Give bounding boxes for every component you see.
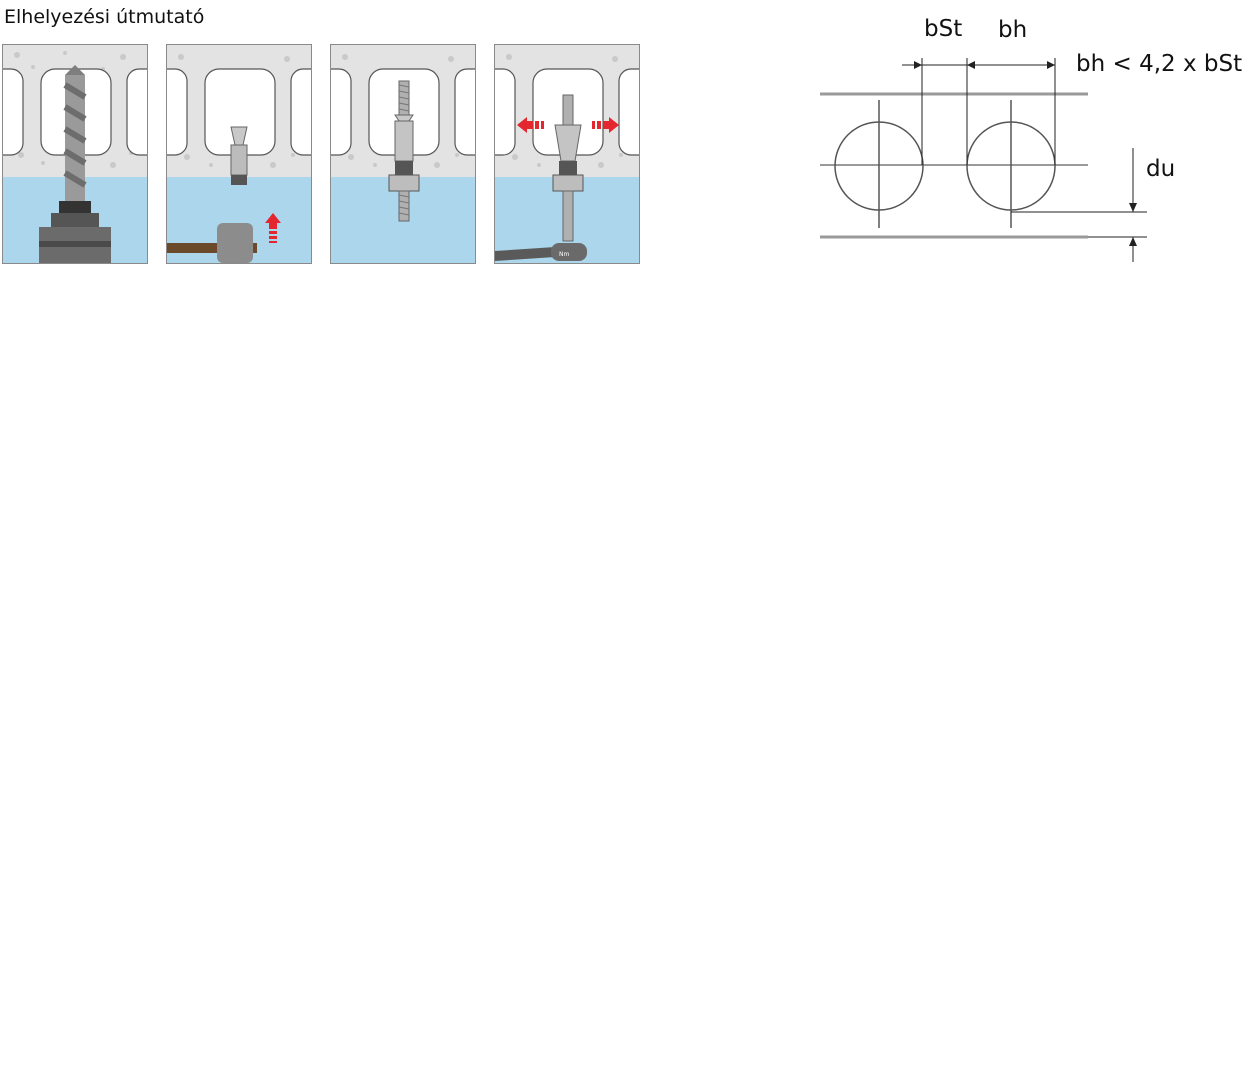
torque-wrench-icon: Nm <box>495 243 587 261</box>
label-bh: bh <box>998 17 1028 43</box>
drill-icon <box>39 65 111 263</box>
step-4-torque-panel: Nm <box>494 44 640 264</box>
hammer-icon <box>167 223 257 263</box>
step-3-anchor-panel <box>330 44 476 264</box>
up-arrow-icon <box>265 213 281 243</box>
svg-text:Nm: Nm <box>559 251 569 258</box>
anchor-icon <box>388 80 420 222</box>
step-2-hammer-panel <box>166 44 312 264</box>
label-du: du <box>1146 156 1176 182</box>
hole-spacing-diagram <box>820 58 1147 262</box>
expanded-anchor-icon <box>552 94 584 242</box>
page-title: Elhelyezési útmutató <box>4 6 205 28</box>
label-bst: bSt <box>924 16 963 42</box>
label-formula: bh < 4,2 x bSt <box>1076 51 1243 77</box>
anchor-sleeve-icon <box>230 126 248 185</box>
step-1-drill-panel <box>2 44 148 264</box>
expansion-arrows-icon <box>517 117 619 133</box>
